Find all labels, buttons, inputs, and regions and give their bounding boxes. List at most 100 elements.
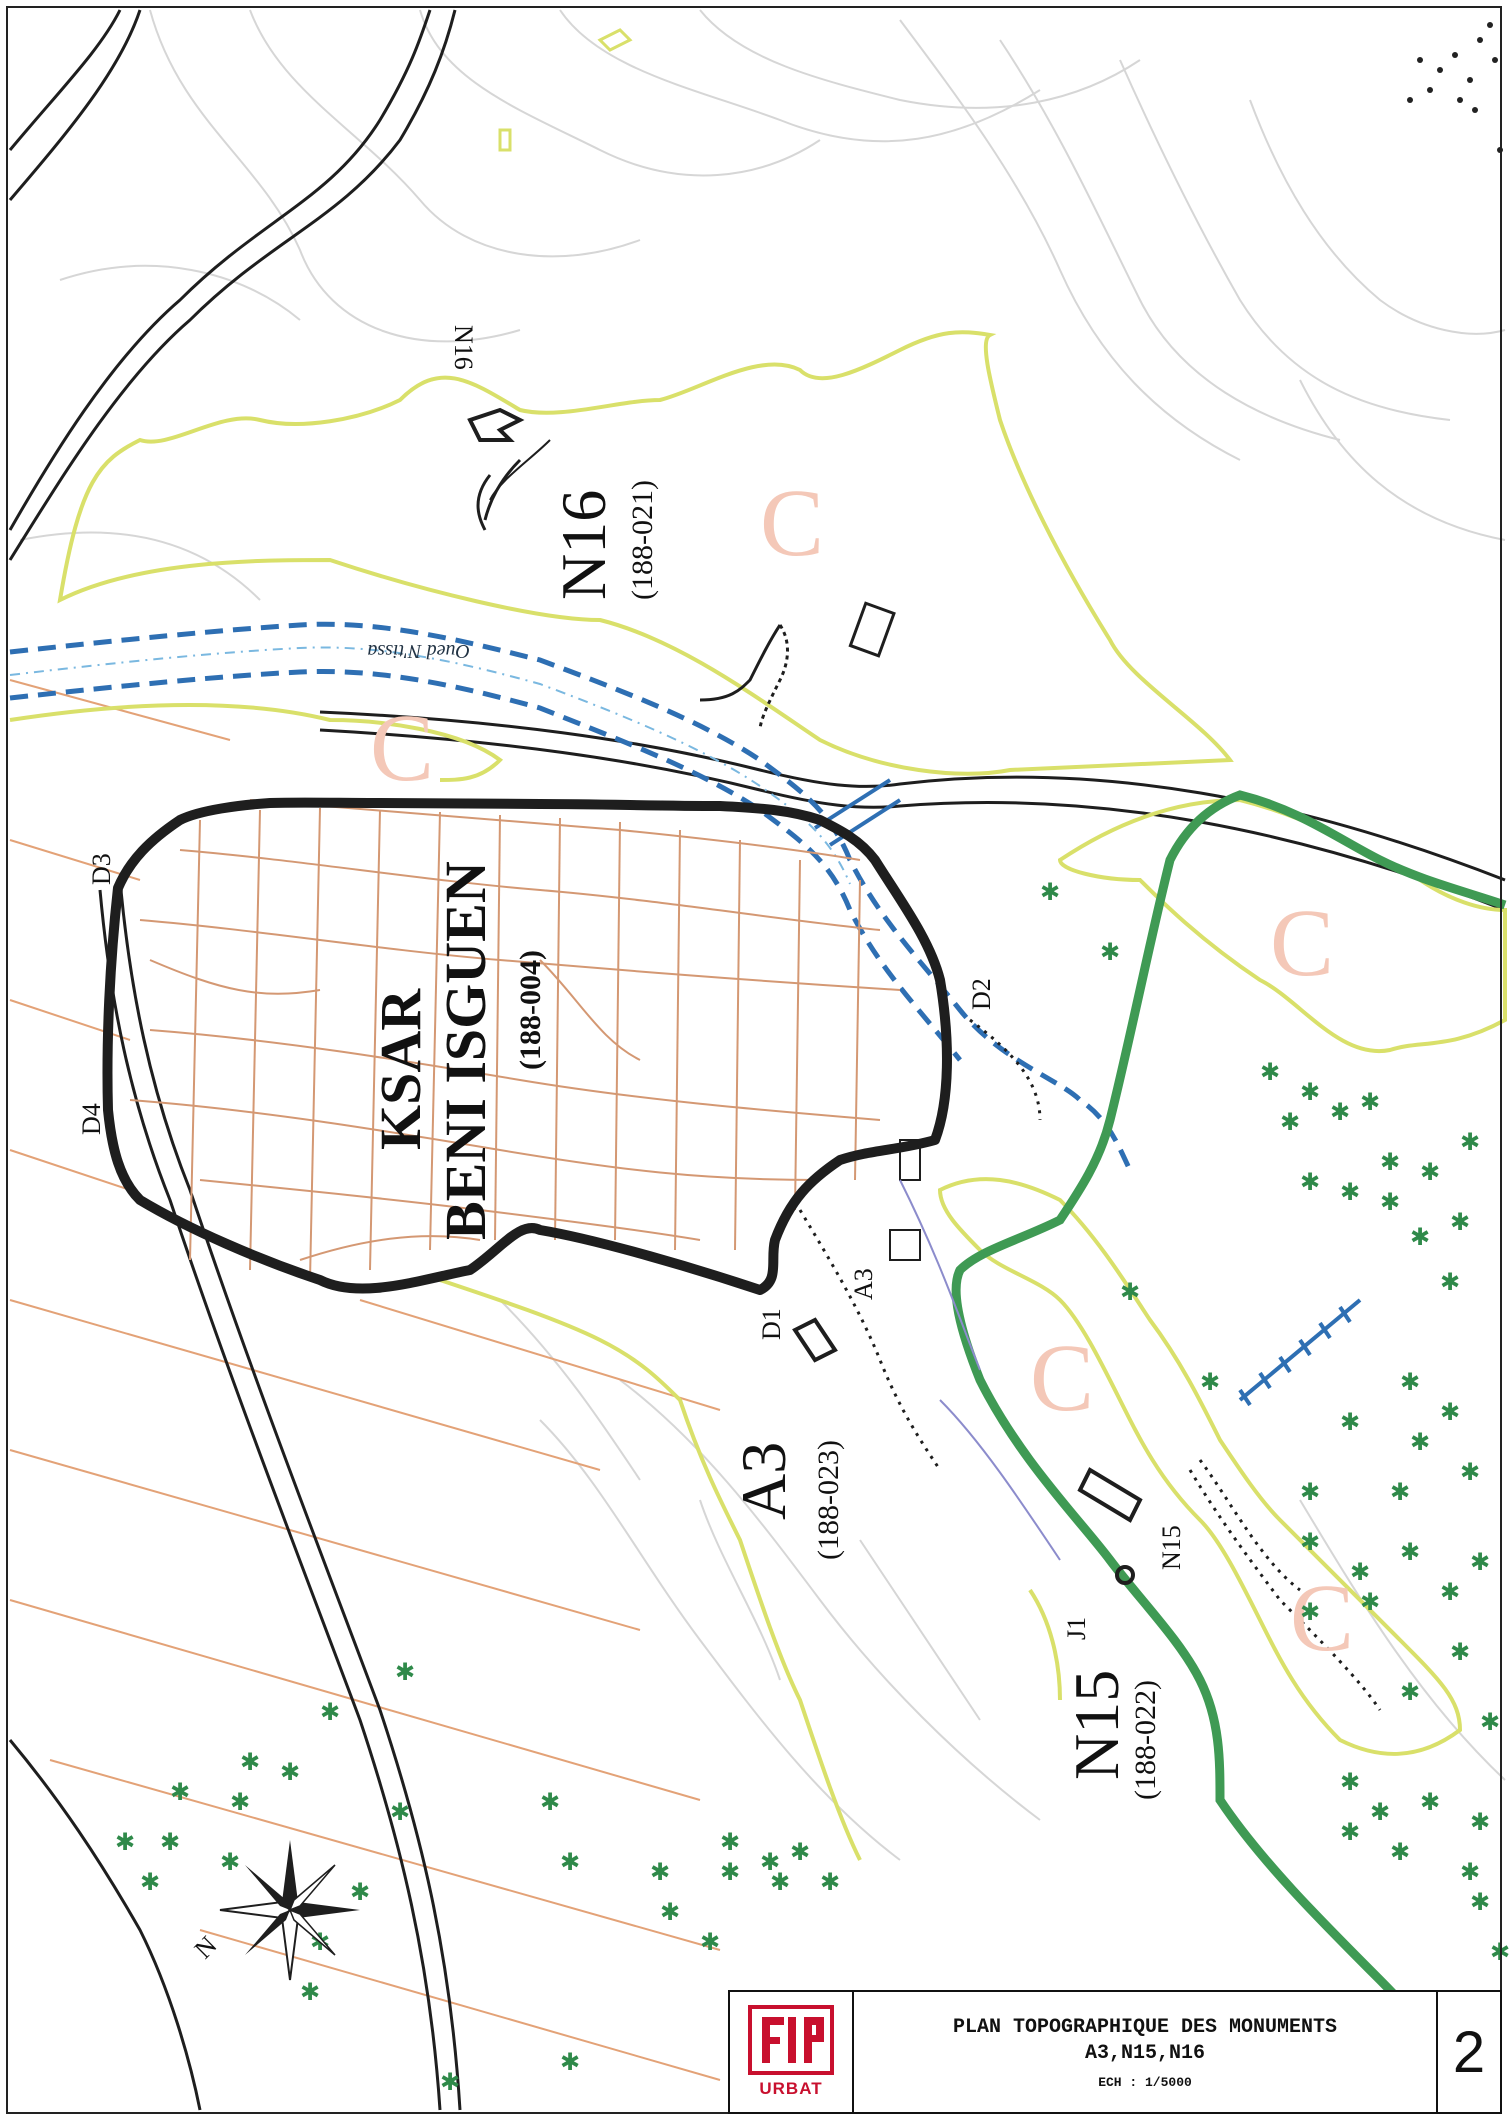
sheet-cell: 2	[1438, 1992, 1500, 2112]
svg-text:✱: ✱	[1260, 1058, 1280, 1086]
comb-structure	[1238, 1298, 1362, 1407]
svg-text:C: C	[370, 694, 434, 801]
svg-text:✱: ✱	[820, 1868, 840, 1896]
svg-text:✱: ✱	[1460, 1128, 1480, 1156]
logo-text: URBAT	[759, 2079, 823, 2098]
svg-text:✱: ✱	[1340, 1178, 1360, 1206]
svg-text:✱: ✱	[540, 1788, 560, 1816]
label-n16-code: (188-021)	[626, 480, 659, 600]
label-a3-code: (188-023)	[812, 1440, 845, 1560]
tag-a3: A3	[849, 1268, 878, 1300]
label-n16: N16	[548, 490, 619, 600]
svg-text:✱: ✱	[1440, 1398, 1460, 1426]
tag-d2: D2	[967, 978, 996, 1010]
label-a3: A3	[728, 1442, 799, 1520]
svg-text:✱: ✱	[220, 1848, 240, 1876]
palm-symbols: ✱✱ ✱✱ ✱✱ ✱✱ ✱✱ ✱✱ ✱✱ ✱✱ ✱✱ ✱✱ ✱✱ ✱✱ ✱✱ ✱…	[115, 878, 1510, 2096]
label-beni-isguen: BENI ISGUEN	[433, 861, 498, 1240]
svg-text:✱: ✱	[660, 1898, 680, 1926]
svg-text:✱: ✱	[1470, 1548, 1490, 1576]
plan-subtitle: A3,N15,N16	[1084, 2041, 1206, 2065]
tag-n16: N16	[449, 325, 478, 370]
svg-text:✱: ✱	[1360, 1088, 1380, 1116]
label-wadi: Oued N'tissa	[367, 640, 470, 662]
svg-text:✱: ✱	[1300, 1478, 1320, 1506]
sheet-number: 2	[1452, 2019, 1486, 2085]
svg-text:✱: ✱	[1470, 1808, 1490, 1836]
wadi-oued-ntissa	[9, 621, 1133, 1172]
svg-text:✱: ✱	[770, 1868, 790, 1896]
buffer-zones	[9, 330, 1507, 1861]
svg-text:✱: ✱	[160, 1828, 180, 1856]
svg-text:✱: ✱	[395, 1658, 415, 1686]
svg-text:✱: ✱	[1350, 1558, 1370, 1586]
svg-text:✱: ✱	[240, 1748, 260, 1776]
svg-text:✱: ✱	[1280, 1108, 1300, 1136]
svg-text:C: C	[1030, 1324, 1094, 1431]
svg-text:✱: ✱	[760, 1848, 780, 1876]
svg-text:✱: ✱	[1100, 938, 1120, 966]
svg-text:✱: ✱	[280, 1758, 300, 1786]
title-cell: PLAN TOPOGRAPHIQUE DES MONUMENTS A3,N15,…	[854, 1992, 1438, 2112]
svg-text:C: C	[760, 469, 824, 576]
tag-j1: J1	[1062, 1617, 1091, 1640]
plan-scale: ECH : 1/5000	[1098, 2074, 1192, 2090]
svg-text:✱: ✱	[1340, 1818, 1360, 1846]
svg-text:✱: ✱	[1400, 1368, 1420, 1396]
svg-text:✱: ✱	[1400, 1678, 1420, 1706]
svg-text:✱: ✱	[1390, 1838, 1410, 1866]
ne-dots	[1407, 22, 1503, 153]
svg-text:✱: ✱	[1330, 1098, 1350, 1126]
svg-text:✱: ✱	[1390, 1478, 1410, 1506]
dotted-trails	[798, 1018, 1382, 1711]
svg-text:✱: ✱	[320, 1698, 340, 1726]
svg-text:✱: ✱	[1480, 1708, 1500, 1736]
label-ksar-code: (188-004)	[514, 950, 547, 1070]
tag-n15: N15	[1157, 1525, 1186, 1570]
svg-text:✱: ✱	[1340, 1408, 1360, 1436]
svg-text:✱: ✱	[1380, 1188, 1400, 1216]
svg-text:✱: ✱	[1200, 1368, 1220, 1396]
contour-lines	[19, 9, 1506, 1861]
logo-cell: URBAT	[730, 1992, 854, 2112]
svg-text:C: C	[1290, 1564, 1354, 1671]
svg-text:✱: ✱	[720, 1858, 740, 1886]
svg-text:✱: ✱	[1040, 878, 1060, 906]
label-n15-code: (188-022)	[1129, 1680, 1162, 1800]
svg-text:✱: ✱	[1300, 1528, 1320, 1556]
svg-text:✱: ✱	[440, 2068, 460, 2096]
wadi-dashdot	[9, 646, 851, 885]
north-arrow: N	[189, 1840, 360, 1981]
svg-text:✱: ✱	[300, 1978, 320, 2006]
svg-text:✱: ✱	[1380, 1148, 1400, 1176]
tag-d4: D4	[77, 1103, 106, 1135]
svg-text:✱: ✱	[140, 1868, 160, 1896]
monuments	[467, 28, 1143, 1585]
svg-text:✱: ✱	[1360, 1588, 1380, 1616]
svg-text:✱: ✱	[560, 2048, 580, 2076]
svg-text:✱: ✱	[1420, 1788, 1440, 1816]
svg-text:✱: ✱	[390, 1798, 410, 1826]
svg-text:✱: ✱	[1410, 1223, 1430, 1251]
svg-text:✱: ✱	[1470, 1888, 1490, 1916]
svg-text:✱: ✱	[650, 1858, 670, 1886]
svg-text:✱: ✱	[1450, 1208, 1470, 1236]
svg-text:✱: ✱	[350, 1878, 370, 1906]
svg-text:✱: ✱	[560, 1848, 580, 1876]
svg-text:✱: ✱	[115, 1828, 135, 1856]
svg-text:✱: ✱	[1420, 1158, 1440, 1186]
zone-marks: C C C C C	[370, 469, 1354, 1671]
svg-text:✱: ✱	[170, 1778, 190, 1806]
svg-text:✱: ✱	[1300, 1168, 1320, 1196]
svg-text:✱: ✱	[230, 1788, 250, 1816]
svg-text:✱: ✱	[720, 1828, 740, 1856]
title-block: URBAT PLAN TOPOGRAPHIQUE DES MONUMENTS A…	[728, 1990, 1502, 2114]
svg-text:✱: ✱	[700, 1928, 720, 1956]
urbat-logo-icon	[748, 2005, 834, 2075]
tag-d3: D3	[87, 853, 116, 885]
svg-text:✱: ✱	[1410, 1428, 1430, 1456]
svg-text:✱: ✱	[1490, 1938, 1510, 1966]
svg-text:✱: ✱	[1450, 1638, 1470, 1666]
label-n15: N15	[1061, 1670, 1132, 1780]
bridge	[813, 778, 902, 847]
